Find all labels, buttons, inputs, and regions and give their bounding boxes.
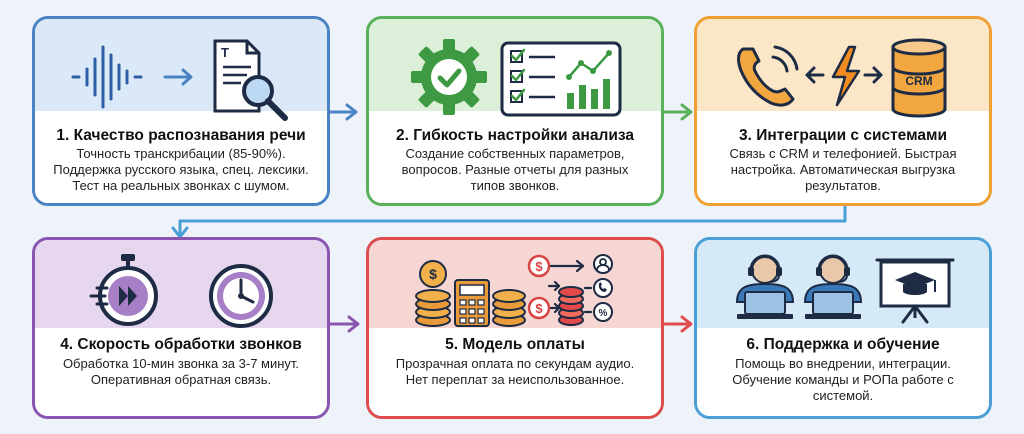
card-5-line-2: Нет переплат за неиспользованное. bbox=[405, 372, 625, 387]
card-4-line-2: Оперативная обратная связь. bbox=[90, 372, 272, 387]
card-4-title: 4. Скорость обработки звонков bbox=[60, 336, 302, 353]
svg-text:%: % bbox=[599, 308, 608, 319]
card-5-illustration: $ $ $ bbox=[415, 254, 613, 327]
support-agent-icon bbox=[735, 254, 795, 319]
phone-icon bbox=[737, 45, 799, 107]
card-3-line-2: настройка. Автоматическая выгрузка bbox=[730, 162, 956, 177]
arrow-4-to-5 bbox=[328, 315, 360, 333]
card-2-illustration bbox=[411, 39, 622, 117]
coins-calculator-icon: $ bbox=[415, 260, 526, 327]
card-4-description: Обработка 10-мин звонка за 3-7 минут. Оп… bbox=[43, 356, 319, 388]
arrow-1-to-2 bbox=[328, 103, 358, 121]
card-4-illustration bbox=[89, 254, 273, 328]
card-3-line-3: результатов. bbox=[805, 178, 881, 193]
arrow-right-icon bbox=[163, 68, 193, 86]
card-1-illustration: T bbox=[71, 39, 288, 121]
card-1-title: 1. Качество распознавания речи bbox=[56, 127, 306, 144]
sound-wave-icon bbox=[71, 45, 143, 109]
card-3-line-1: Связь с CRM и телефонией. Быстрая bbox=[729, 146, 957, 161]
card-2-line-1: Создание собственных параметров, bbox=[405, 146, 625, 161]
svg-text:T: T bbox=[221, 45, 229, 60]
card-1-line-3: Тест на реальных звонках с шумом. bbox=[72, 178, 290, 193]
presentation-board-icon bbox=[875, 258, 955, 324]
card-1-line-2: Поддержка русского языка, спец. лексики. bbox=[53, 162, 309, 177]
svg-text:$: $ bbox=[535, 301, 543, 316]
card-analysis-flexibility: 2. Гибкость настройки анализа Создание с… bbox=[366, 16, 664, 206]
crm-database-icon: CRM bbox=[891, 38, 947, 118]
card-6-illustration bbox=[735, 254, 955, 324]
card-5-title: 5. Модель оплаты bbox=[445, 336, 585, 353]
card-6-line-1: Помощь во внедрении, интеграции. bbox=[735, 356, 951, 371]
card-5-line-1: Прозрачная оплата по секундам аудио. bbox=[395, 356, 635, 371]
card-2-title: 2. Гибкость настройки анализа bbox=[396, 127, 634, 144]
card-2-line-2: вопросов. Разные отчеты для разных bbox=[401, 162, 629, 177]
card-5-description: Прозрачная оплата по секундам аудио. Нет… bbox=[377, 356, 653, 388]
card-6-line-3: системой. bbox=[812, 388, 874, 403]
svg-text:$: $ bbox=[535, 259, 543, 274]
checklist-icon bbox=[500, 41, 622, 117]
bidirectional-arrows-icon bbox=[805, 66, 883, 84]
card-payment-model: $ $ $ bbox=[366, 237, 664, 419]
crm-label: CRM bbox=[905, 74, 932, 88]
card-3-description: Связь с CRM и телефонией. Быстрая настро… bbox=[705, 146, 981, 194]
arrow-3-to-4 bbox=[171, 204, 847, 239]
document-magnifier-icon: T bbox=[213, 39, 288, 121]
bar-chart-icon bbox=[566, 50, 612, 109]
arrow-5-to-6 bbox=[663, 315, 693, 333]
card-3-title: 3. Интеграции с системами bbox=[739, 127, 947, 144]
card-2-description: Создание собственных параметров, вопросо… bbox=[377, 146, 653, 194]
arrow-2-to-3 bbox=[663, 103, 693, 121]
card-support-training: 6. Поддержка и обучение Помощь во внедре… bbox=[694, 237, 992, 419]
card-6-line-2: Обучение команды и РОПа работе с bbox=[732, 372, 954, 387]
gear-check-icon bbox=[411, 39, 487, 115]
support-agent-icon bbox=[803, 254, 863, 319]
card-4-line-1: Обработка 10-мин звонка за 3-7 минут. bbox=[62, 356, 300, 371]
lightning-icon bbox=[831, 45, 861, 107]
card-6-title: 6. Поддержка и обучение bbox=[746, 336, 940, 353]
card-integrations: CRM 3. Интеграции с системами Связь с CR… bbox=[694, 16, 992, 206]
card-speech-recognition: T 1. Качество распознавания речи Точност… bbox=[32, 16, 330, 206]
card-6-description: Помощь во внедрении, интеграции. Обучени… bbox=[705, 356, 981, 404]
card-2-line-3: типов звонков. bbox=[470, 178, 560, 193]
payment-flow-icon: $ $ bbox=[527, 254, 613, 326]
svg-text:$: $ bbox=[429, 266, 437, 282]
card-3-illustration: CRM bbox=[737, 38, 947, 118]
clock-icon bbox=[209, 264, 273, 328]
card-1-description: Точность транскрибации (85-90%). Поддерж… bbox=[43, 146, 319, 194]
stopwatch-fast-forward-icon bbox=[89, 254, 158, 326]
card-processing-speed: 4. Скорость обработки звонков Обработка … bbox=[32, 237, 330, 419]
card-1-line-1: Точность транскрибации (85-90%). bbox=[76, 146, 286, 161]
